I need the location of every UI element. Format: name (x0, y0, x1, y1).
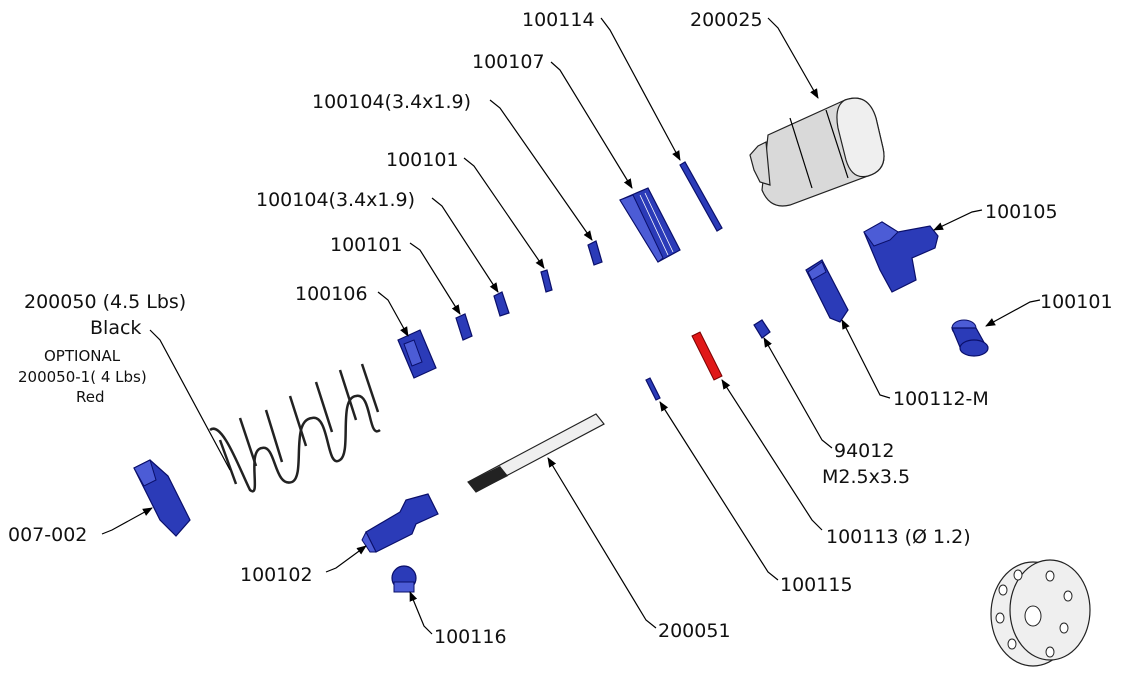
label-100101-a: 100101 (386, 149, 459, 171)
label-100112-m: 100112-M (893, 388, 989, 410)
label-optional: OPTIONAL (44, 347, 121, 365)
label-m25x35: M2.5x3.5 (822, 466, 910, 488)
part-100116 (391, 565, 417, 593)
label-200050: 200050 (4.5 Lbs) (24, 291, 186, 313)
part-100114 (679, 161, 723, 232)
leader-lines (101, 17, 1041, 635)
part-100105 (863, 221, 939, 293)
part-100107 (619, 187, 681, 263)
part-100104-top (587, 240, 603, 266)
part-94012 (753, 319, 771, 339)
part-disc (990, 559, 1091, 667)
label-100114: 100114 (522, 9, 595, 31)
part-100106 (397, 329, 437, 379)
part-200050-spring (209, 363, 381, 493)
label-100107: 100107 (472, 51, 545, 73)
part-007-002 (133, 459, 191, 537)
part-100113 (691, 331, 723, 381)
label-100101-b: 100101 (330, 234, 403, 256)
label-200050-1: 200050-1( 4 Lbs) (18, 368, 147, 386)
part-100112-m (805, 259, 849, 323)
label-100113: 100113 (Ø 1.2) (826, 526, 971, 548)
label-100115: 100115 (780, 574, 853, 596)
label-100116: 100116 (434, 626, 507, 648)
label-100104-mid: 100104(3.4x1.9) (256, 189, 415, 211)
label-red: Red (76, 388, 105, 406)
label-black: Black (90, 317, 141, 339)
label-200051: 200051 (658, 620, 731, 642)
label-100101-c: 100101 (1040, 291, 1113, 313)
part-100115 (645, 377, 661, 401)
label-007-002: 007-002 (8, 524, 87, 546)
part-200051-shaft (467, 413, 605, 493)
label-200025: 200025 (690, 9, 763, 31)
part-100101-c (951, 319, 989, 357)
label-100105: 100105 (985, 201, 1058, 223)
label-94012: 94012 (834, 440, 894, 462)
part-100101-b (455, 313, 473, 341)
label-100106: 100106 (295, 283, 368, 305)
part-200025 (749, 97, 885, 207)
part-100104-mid (493, 291, 510, 317)
label-100102: 100102 (240, 564, 313, 586)
label-100104-top: 100104(3.4x1.9) (312, 91, 471, 113)
part-100101-a (540, 269, 553, 293)
part-100102 (361, 493, 439, 553)
